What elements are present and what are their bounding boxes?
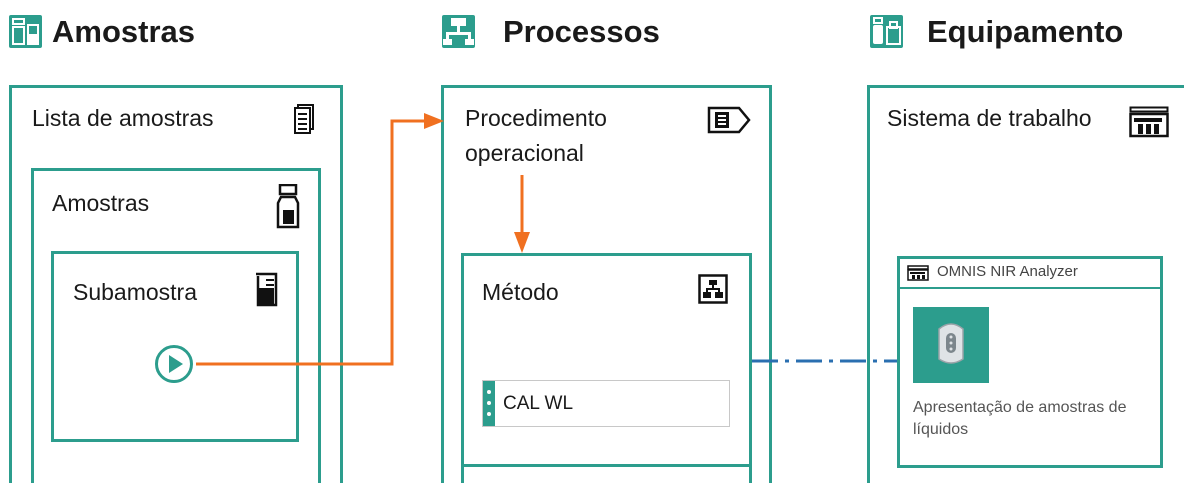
procedure-tag-icon	[707, 106, 753, 134]
device-type-icon	[907, 265, 929, 281]
samples-column-title: Amostras	[52, 14, 195, 49]
method-item-row[interactable]: CAL WL	[482, 380, 730, 427]
samples-label: Amostras	[52, 190, 150, 216]
subsample-label: Subamostra	[73, 279, 198, 305]
work-system-icon	[1129, 106, 1169, 138]
beaker-icon	[254, 272, 278, 308]
device-caption: Apresentação de amostras de líquidos	[913, 399, 1127, 438]
processes-column-title: Processos	[503, 14, 660, 49]
nir-analyzer-icon	[913, 307, 989, 383]
sample-to-procedure-connector	[196, 113, 444, 366]
method-box-frame	[461, 253, 752, 467]
device-name: OMNIS NIR Analyzer	[937, 263, 1078, 280]
sample-list-label: Lista de amostras	[32, 105, 214, 131]
samples-header-icon	[9, 15, 42, 48]
equipment-column-title: Equipamento	[927, 14, 1124, 49]
operating-procedure-label-line1: Procedimento	[465, 105, 607, 131]
device-card-header: OMNIS NIR Analyzer	[897, 258, 1163, 289]
play-circle-icon[interactable]	[154, 344, 194, 384]
work-system-label: Sistema de trabalho	[887, 105, 1092, 131]
processes-header-icon	[442, 15, 475, 48]
arrowhead-icon	[424, 113, 444, 129]
arrowhead-icon	[514, 232, 530, 253]
method-item-label: CAL WL	[503, 393, 574, 414]
method-hierarchy-icon	[698, 274, 728, 304]
operating-procedure-label-line2: operacional	[465, 140, 584, 166]
equipment-header-icon	[870, 15, 903, 48]
sample-bottle-icon	[276, 184, 300, 230]
drag-handle-icon[interactable]	[483, 381, 495, 426]
method-label: Método	[482, 279, 559, 305]
procedure-to-method-connector	[514, 175, 530, 253]
sample-list-document-icon	[294, 104, 314, 134]
